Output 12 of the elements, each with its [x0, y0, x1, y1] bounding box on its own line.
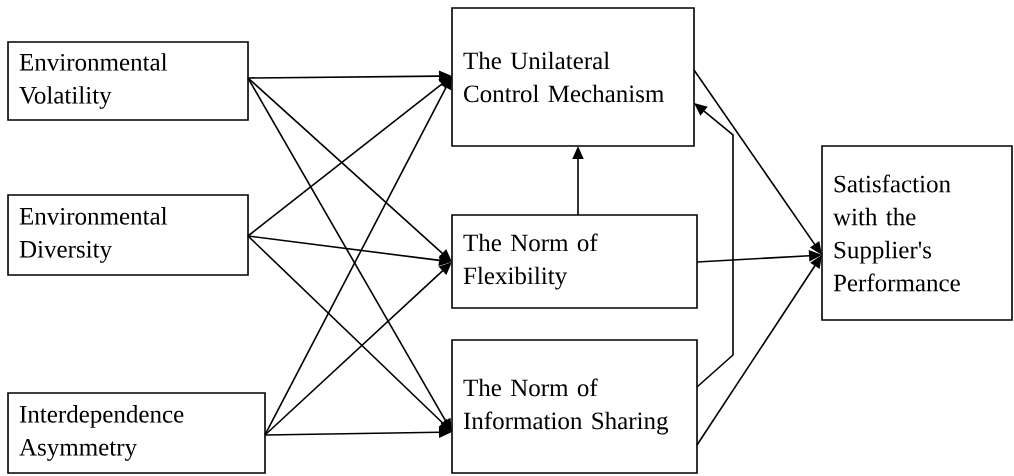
arrow	[694, 103, 734, 388]
concept-box: The Norm of Information Sharing	[451, 339, 698, 474]
concept-box: Environmental Diversity	[7, 194, 249, 276]
concept-box: Satisfaction with the Supplier's Performance	[821, 145, 1013, 321]
concept-box: Environmental Volatility	[7, 41, 249, 121]
concept-box: The Unilateral Control Mechanism	[451, 7, 695, 147]
concept-box: Interdependence Asymmetry	[7, 392, 266, 474]
concept-box: The Norm of Flexibility	[451, 214, 698, 309]
arrow	[264, 262, 452, 436]
arrow	[693, 69, 822, 255]
arrow	[247, 235, 452, 432]
arrow	[696, 255, 822, 446]
